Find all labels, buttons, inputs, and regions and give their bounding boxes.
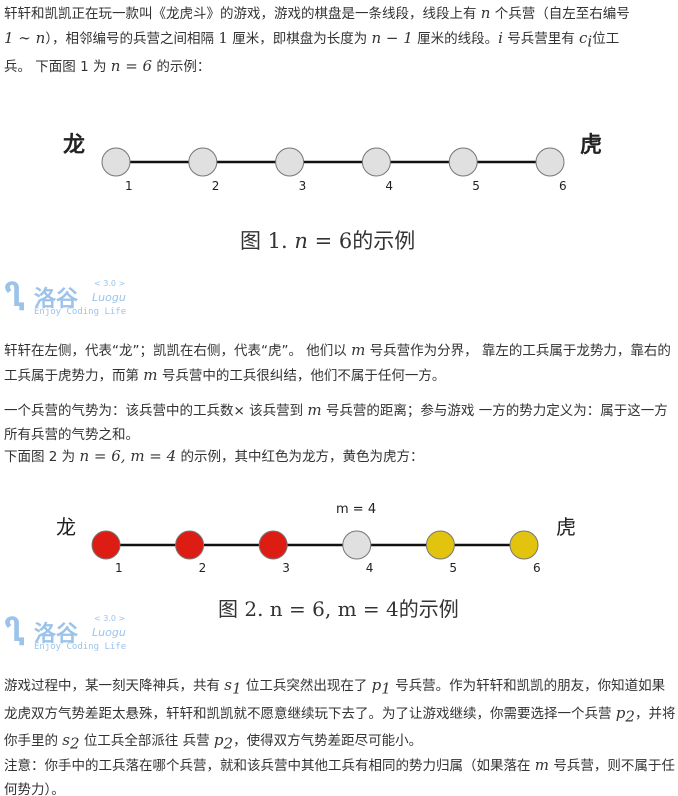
barracks-number: 1 xyxy=(115,561,123,575)
dragon-label: 龙 xyxy=(63,133,85,158)
momentum-paragraph: 一个兵营的气势为：该兵营中的工兵数× 该兵营到 m 号兵营的距离；参与游戏 一方… xyxy=(4,401,668,443)
barracks-node xyxy=(101,147,131,177)
barracks-node xyxy=(275,147,305,177)
tiger-label: 虎 xyxy=(556,515,576,539)
barracks-number: 4 xyxy=(385,179,393,193)
barracks-number: 6 xyxy=(559,179,567,193)
barracks-number: 2 xyxy=(199,561,207,575)
barracks-number: 3 xyxy=(299,179,307,193)
barracks-number: 2 xyxy=(212,179,220,193)
m-label: m = 4 xyxy=(336,502,376,517)
note-paragraph: 注意：你手中的工兵落在哪个兵营，就和该兵营中其他工兵有相同的势力归属（如果落在 … xyxy=(4,756,675,796)
figure-1: 龙 虎 1 2 3 4 5 6 图 1. n = 6的示例 xyxy=(63,132,602,253)
barracks-number: 6 xyxy=(533,561,541,575)
barracks-node xyxy=(188,147,218,177)
barracks-node xyxy=(361,147,391,177)
barracks-number: 4 xyxy=(366,561,374,575)
barracks-number: 3 xyxy=(282,561,290,575)
barracks-node xyxy=(175,530,205,560)
figure-2-caption: 图 2. n = 6, m = 4的示例 xyxy=(218,597,459,621)
barracks-node xyxy=(342,530,372,560)
barracks-node xyxy=(509,530,539,560)
reinforcement-paragraph: 游戏过程中，某一刻天降神兵，共有 s1 位工兵突然出现在了 p1 号兵营。作为轩… xyxy=(4,676,676,754)
barracks-node xyxy=(258,530,288,560)
intro-paragraph: 轩轩和凯凯正在玩一款叫《龙虎斗》的游戏，游戏的棋盘是一条线段，线段上有 n 个兵… xyxy=(4,4,630,75)
barracks-number: 5 xyxy=(472,179,480,193)
barracks-node xyxy=(425,530,455,560)
barracks-number: 1 xyxy=(125,179,133,193)
barracks-number: 5 xyxy=(449,561,457,575)
sides-paragraph: 轩轩在左侧，代表“龙”；凯凯在右侧，代表“虎”。 他们以 m 号兵营作为分界， … xyxy=(4,341,671,384)
barracks-node xyxy=(448,147,478,177)
barracks-node xyxy=(535,147,565,177)
barracks-node xyxy=(91,530,121,560)
dragon-label: 龙 xyxy=(56,515,76,539)
figure-2-intro: 下面图 2 为 n = 6, m = 4 的示例，其中红色为龙方，黄色为虎方： xyxy=(4,447,424,465)
tiger-label: 虎 xyxy=(580,132,602,158)
figure-1-caption: 图 1. n = 6的示例 xyxy=(240,229,415,253)
figure-2: 龙 虎 m = 4 1 2 3 4 5 6 图 2. n = 6, m = 4的示例 xyxy=(56,502,576,621)
